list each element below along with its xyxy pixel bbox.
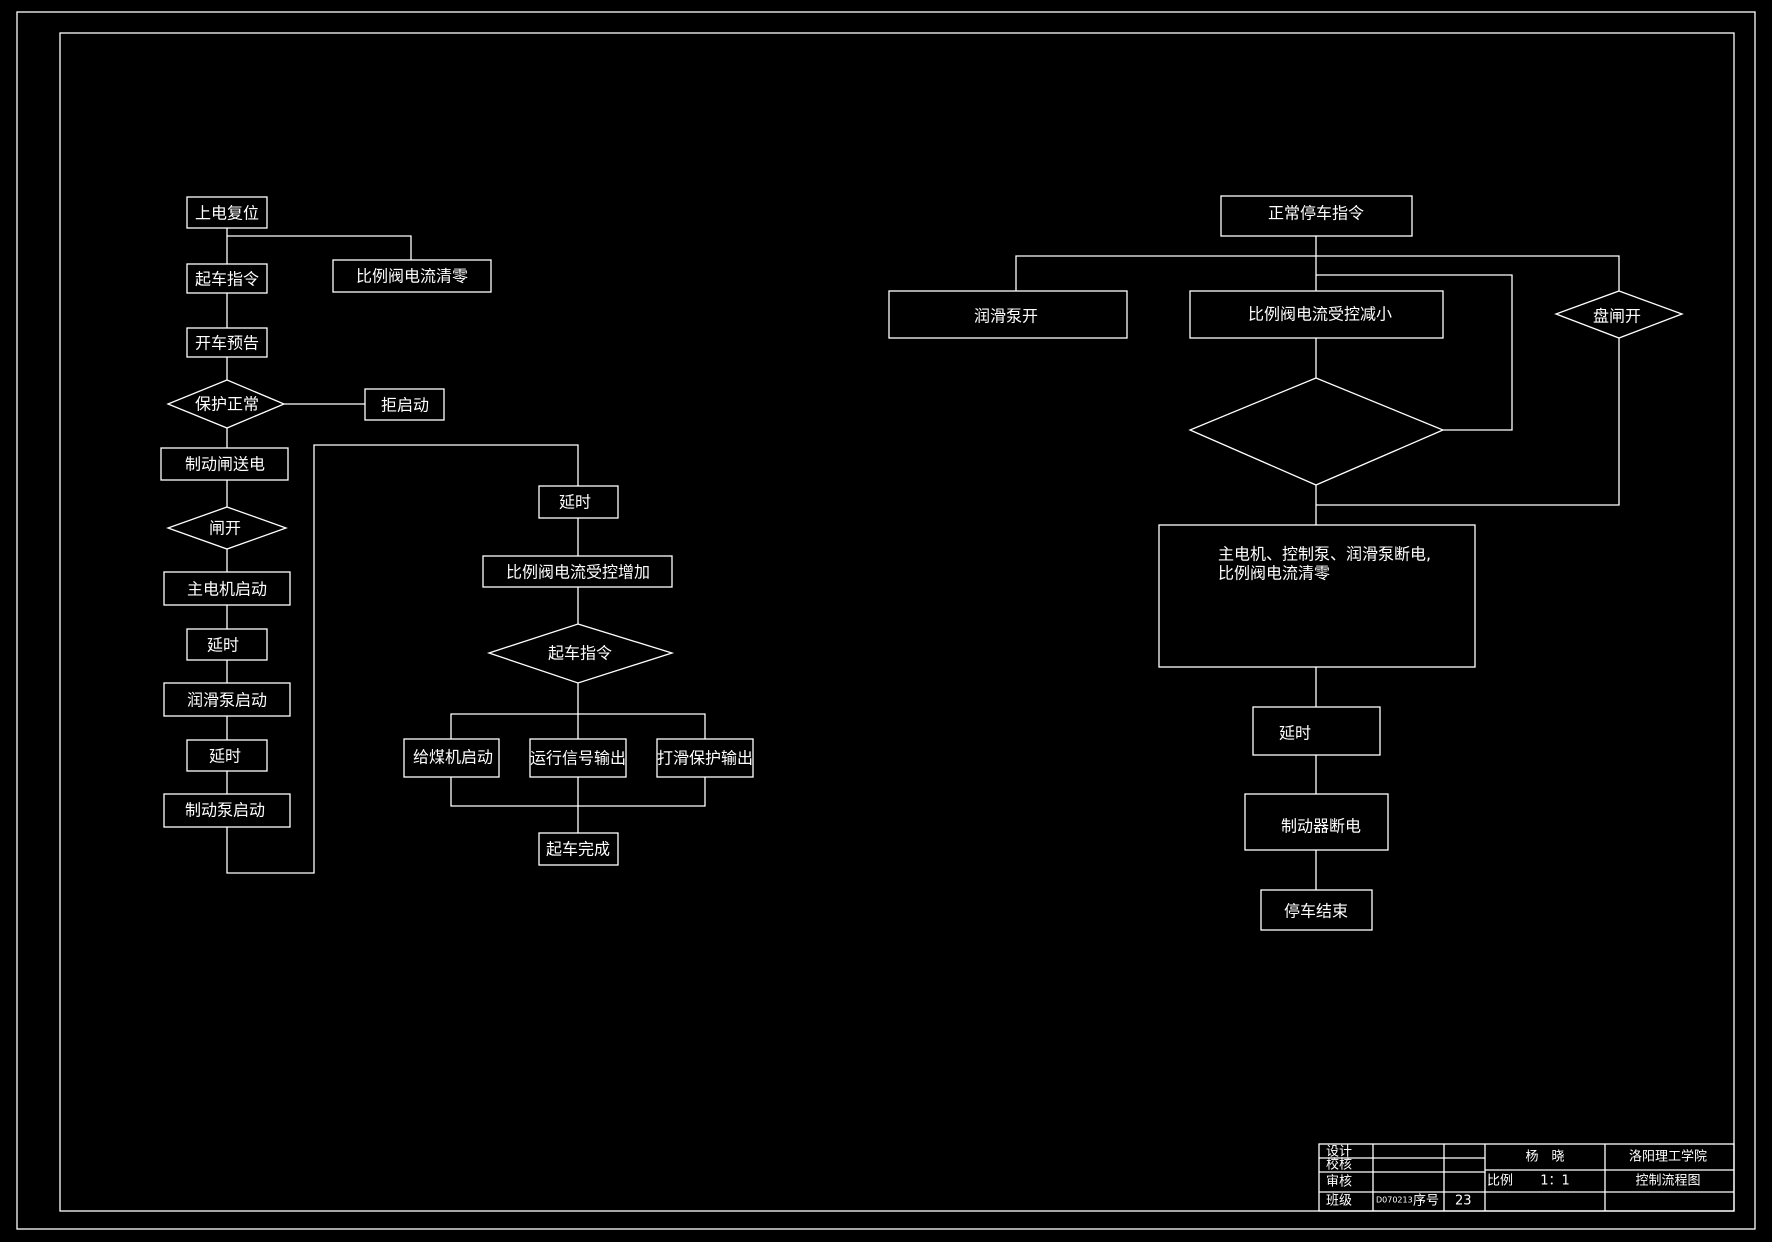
outer-frame [16,11,1756,1230]
review-label: 审核 [1326,1175,1352,1190]
protect-ok-diamond [166,379,286,429]
connector [1316,338,1620,506]
valve-decrease-label: 比例阀电流受控减小 [1248,305,1392,324]
start-command-check-label: 起车指令 [548,644,612,663]
connector [226,444,579,874]
delay-3-box [538,485,619,519]
slip-protect-out-label: 打滑保护输出 [657,749,753,768]
feeder-start-label: 给煤机启动 [413,748,493,767]
drawing-title: 控制流程图 [1635,1174,1700,1189]
valve-increase-box [482,555,673,588]
disc-brake-open-diamond [1554,290,1684,339]
class-label: 班级 [1326,1194,1352,1209]
connector [227,235,412,260]
disc-brake-open-label: 盘闸开 [1593,307,1641,326]
delay-2-label: 延时 [209,747,241,766]
valve-clear-label: 比例阀电流清零 [356,267,468,286]
normal-stop-command-label: 正常停车指令 [1268,204,1364,223]
brake-pump-start-box [163,793,291,828]
valve-decrease-box [1189,290,1444,339]
power-off-label-line2: 比例阀电流清零 [1218,564,1330,583]
feeder-start-box [403,738,500,778]
start-complete-box [538,832,619,866]
stop-sequence: 正常停车指令 润滑泵开 比例阀电流受控减小 盘闸开 主电机、控制泵、润滑泵断电,… [888,195,1684,931]
brake-pump-start-label: 制动泵启动 [185,801,265,820]
start-command-diamond [486,623,675,684]
valve-clear-box [332,259,492,293]
main-motor-start-box [163,571,291,606]
power-off-label-line1: 主电机、控制泵、润滑泵断电, [1218,545,1431,564]
reject-start-label: 拒启动 [381,396,429,415]
slip-protect-out-box [656,738,754,778]
lube-pump-on-box [888,290,1128,339]
school-name: 洛阳理工学院 [1629,1149,1707,1165]
brake-gate-power-box [160,447,289,481]
normal-stop-command-box [1220,195,1413,237]
check-label: 校核 [1326,1157,1352,1173]
connector [1015,255,1620,291]
scale-value: 1：1 [1540,1174,1570,1189]
delay-3-label: 延时 [559,493,591,512]
brake-power-off-box [1244,793,1389,851]
gate-open-diamond [166,506,288,550]
stop-end-label: 停车结束 [1284,902,1348,921]
title-block-frame [1318,1143,1735,1212]
run-signal-out-box [529,738,627,778]
start-complete-label: 起车完成 [546,840,610,859]
brake-power-off-label: 制动器断电 [1281,817,1361,836]
scale-label: 比例 [1487,1174,1513,1189]
inner-frame [59,32,1735,1212]
lube-pump-on-label: 润滑泵开 [974,307,1038,326]
lube-pump-start-label: 润滑泵启动 [187,691,267,710]
author-name: 杨 晓 [1525,1150,1564,1165]
gate-open-label: 闸开 [209,519,241,538]
design-label: 设计 [1326,1145,1352,1160]
start-command-label: 起车指令 [195,270,259,289]
delay-1-box [186,628,268,661]
serial-number: 23 [1455,1194,1472,1209]
connector [450,713,706,739]
power-reset-box [186,196,268,229]
class-number: D070213 [1376,1196,1413,1205]
brake-gate-power-label: 制动闸送电 [185,455,265,474]
title-block: 设计 校核 审核 班级 D070213 序号 23 杨 晓 比例 1：1 洛阳理… [1318,1143,1735,1212]
protect-ok-label: 保护正常 [195,395,259,414]
start-warning-box [186,327,268,358]
start-warning-label: 开车预告 [195,334,259,353]
reject-start-box [364,388,445,421]
valve-increase-label: 比例阀电流受控增加 [506,563,650,582]
serial-label: 序号 [1413,1194,1439,1209]
delay-label: 延时 [1279,724,1311,743]
main-motor-start-label: 主电机启动 [187,580,267,599]
delay-1-label: 延时 [207,636,239,655]
lube-pump-start-box [163,682,291,717]
start-command-box [186,263,268,294]
empty-decision-diamond [1188,377,1445,486]
start-sequence: 上电复位 起车指令 比例阀电流清零 开车预告 保护正常 拒启动 制动闸送电 闸开… [160,196,754,874]
connector [1316,274,1513,431]
power-off-box [1158,524,1476,668]
delay-2-box [186,739,268,772]
delay-box [1252,706,1381,756]
run-signal-out-label: 运行信号输出 [530,749,626,768]
power-reset-label: 上电复位 [195,204,259,223]
stop-end-box [1260,889,1373,931]
